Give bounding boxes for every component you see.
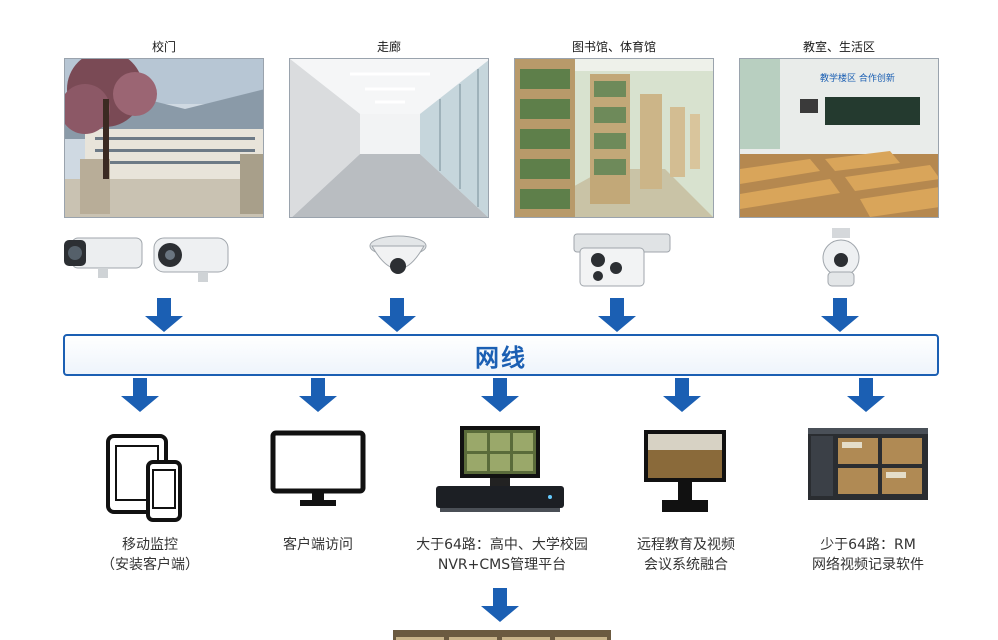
endpoint-caption-mobile: 移动监控 （安装客户端） [101, 537, 199, 573]
nvr-workstation-icon [434, 424, 566, 520]
mobile-devices-icon [104, 432, 186, 528]
school-gate-photo [64, 58, 264, 218]
classroom-photo: 教学楼区 合作创新 [739, 58, 939, 218]
endpoint-caption-conference: 远程教育及视频 会议系统融合 [637, 537, 735, 573]
ptz-camera-icon [820, 228, 862, 296]
classroom-banner: 教学楼区 合作创新 [820, 72, 895, 84]
location-label-gate: 校门 [151, 40, 176, 54]
endpoint-caption-nvr: 大于64路：高中、大学校园 NVR+CMS管理平台 [416, 537, 588, 573]
conference-screen-icon [642, 428, 728, 520]
location-label-classroom: 教室、生活区 [802, 40, 875, 54]
bullet-camera-icon [570, 228, 674, 294]
corridor-photo [289, 58, 489, 218]
network-label: 网线 [475, 343, 527, 372]
video-wall-thumbnail-strip [393, 630, 611, 640]
location-label-library: 图书馆、体育馆 [571, 40, 656, 54]
location-label-corridor: 走廊 [376, 40, 401, 54]
endpoint-caption-client: 客户端访问 [283, 537, 353, 553]
network-bus: 网线 [63, 334, 939, 376]
bullet-camera-icon [58, 230, 148, 286]
endpoint-caption-rm: 少于64路：RM 网络视频记录软件 [812, 537, 924, 573]
library-photo [514, 58, 714, 218]
dome-camera-icon [366, 232, 430, 292]
recording-software-icon [808, 428, 928, 504]
monitor-icon [270, 430, 366, 514]
bullet-camera-icon [148, 232, 233, 288]
